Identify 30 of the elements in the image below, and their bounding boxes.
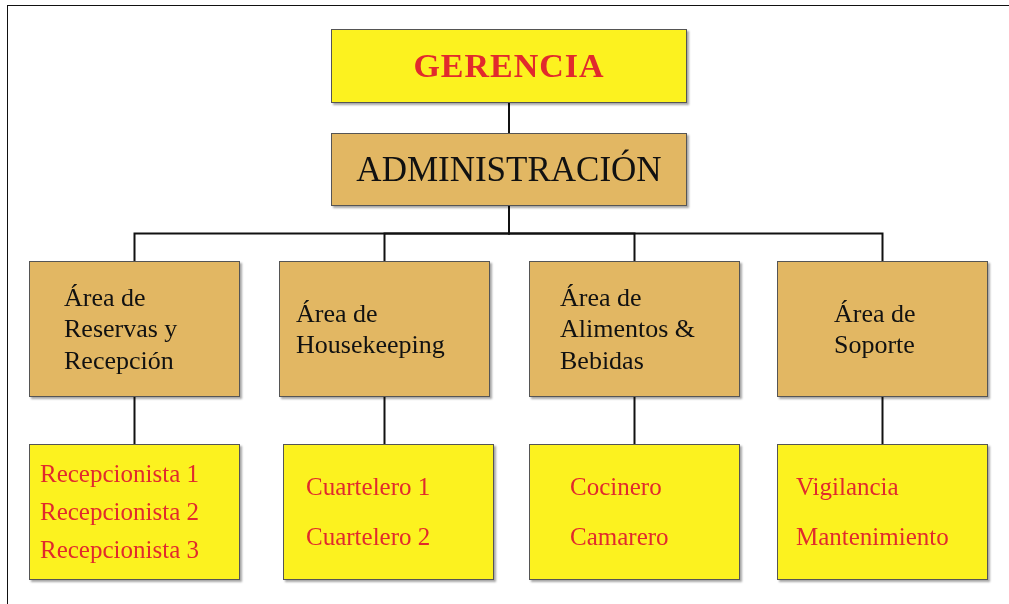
department-label: Área de Reservas y Recepción bbox=[64, 282, 179, 376]
staff-label: Recepcionista 3 bbox=[40, 535, 199, 565]
staff-box bbox=[777, 444, 988, 580]
connector-line bbox=[881, 396, 884, 445]
staff-label: Recepcionista 1 bbox=[40, 459, 199, 489]
staff-box bbox=[29, 444, 240, 580]
department-box bbox=[29, 261, 240, 397]
connector-line bbox=[383, 396, 386, 445]
staff-label: Mantenimiento bbox=[796, 522, 949, 553]
administration-box bbox=[331, 133, 687, 206]
management-box bbox=[331, 29, 687, 103]
box-title: ADMINISTRACIÓN bbox=[356, 148, 662, 191]
staff-label: Cuartelero 1 bbox=[306, 471, 431, 502]
staff-label: Recepcionista 2 bbox=[40, 497, 199, 527]
department-box bbox=[279, 261, 490, 397]
department-label: Área de Soporte bbox=[834, 297, 917, 361]
staff-label: Cuartelero 2 bbox=[306, 522, 431, 553]
staff-label: Cocinero bbox=[570, 471, 662, 502]
department-box bbox=[777, 261, 988, 397]
connector-line bbox=[633, 396, 636, 445]
staff-box bbox=[283, 444, 494, 580]
department-box bbox=[529, 261, 740, 397]
staff-label: Camarero bbox=[570, 522, 669, 553]
department-label: Área de Alimentos & Bebidas bbox=[560, 282, 697, 376]
department-label: Área de Housekeeping bbox=[296, 297, 446, 361]
connector-line bbox=[133, 396, 136, 445]
staff-label: Vigilancia bbox=[796, 471, 899, 502]
connector-line bbox=[508, 102, 510, 134]
staff-box bbox=[529, 444, 740, 580]
box-title: GERENCIA bbox=[413, 45, 605, 86]
